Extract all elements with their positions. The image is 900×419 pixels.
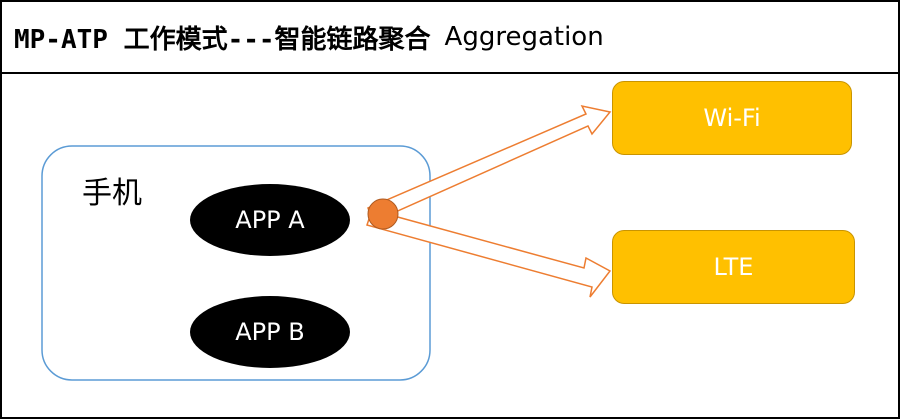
arrow-to-wifi	[367, 104, 612, 224]
arrow-to-lte	[366, 209, 612, 298]
app-a-node: APP A	[190, 184, 350, 256]
diagram-subtitle: Aggregation	[444, 22, 604, 52]
wifi-label: Wi-Fi	[703, 104, 761, 132]
app-a-label: APP A	[235, 206, 305, 234]
wifi-link-box: Wi-Fi	[612, 81, 852, 155]
lte-link-box: LTE	[612, 230, 855, 304]
diagram-title: MP-ATP 工作模式---智能链路聚合	[14, 24, 431, 55]
app-b-label: APP B	[235, 318, 305, 346]
lte-label: LTE	[713, 253, 754, 281]
title-bar: MP-ATP 工作模式---智能链路聚合 Aggregation	[2, 2, 898, 74]
app-b-node: APP B	[190, 296, 350, 368]
phone-label: 手机	[82, 176, 142, 211]
aggregation-node	[367, 198, 399, 230]
